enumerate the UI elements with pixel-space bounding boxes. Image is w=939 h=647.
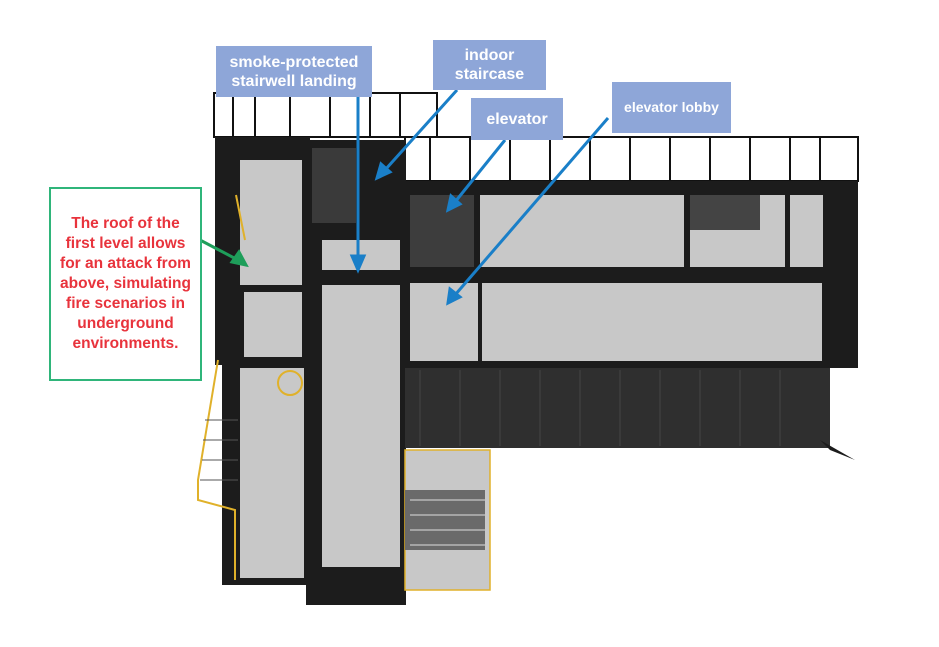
right-block [405,181,858,460]
callout-arrows [199,88,610,306]
label-smoke-protected-stairwell-landing: smoke-protected stairwell landing [216,46,372,97]
label-elevator-lobby: elevator lobby [612,82,731,133]
arrow-elevator-lobby [453,117,610,296]
central-corridor [306,140,406,605]
roof-attack-note: The roof of the first level allows for a… [49,187,202,381]
label-elevator: elevator [471,98,563,140]
arrow-note [199,238,239,262]
bottom-stair-room [404,449,491,591]
left-block [197,137,310,585]
arrow-indoor-staircase [383,88,459,172]
arrow-elevator [453,139,507,203]
label-indoor-staircase: indoor staircase [433,40,546,90]
